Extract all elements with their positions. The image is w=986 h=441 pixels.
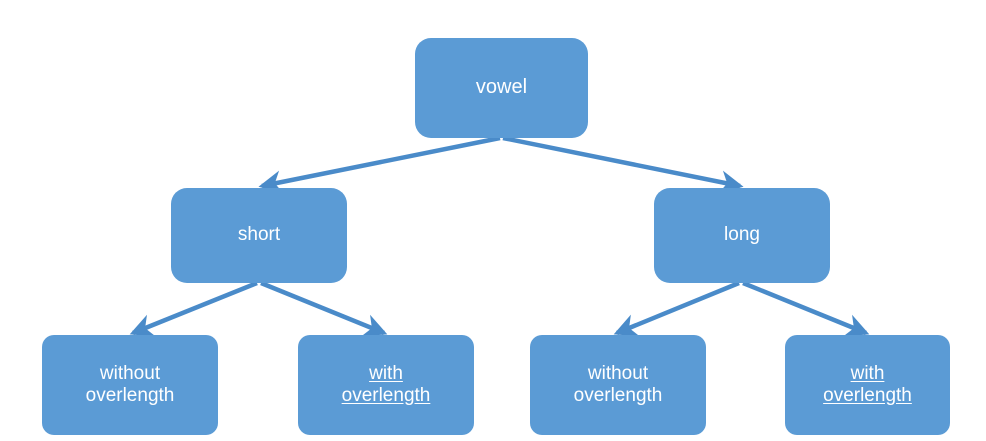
node-short-without-overlength-label: without overlength [85,362,175,406]
node-short[interactable]: short [171,188,347,283]
edge-long-without [613,280,740,337]
node-long-without-overlength[interactable]: without overlength [530,335,706,435]
node-long-with-overlength[interactable]: with overlength [785,335,950,435]
node-long-with-overlength-label: with overlength [823,362,912,406]
node-vowel[interactable]: vowel [415,38,588,138]
node-short-with-overlength-label: with overlength [341,362,431,406]
edge-long-with [742,280,870,337]
node-long-label: long [724,224,760,246]
edge-short-without [129,280,258,337]
node-long[interactable]: long [654,188,830,283]
edge-vowel-long [502,135,744,194]
edge-short-with [260,280,388,337]
node-vowel-label: vowel [475,76,528,99]
node-short-without-overlength[interactable]: without overlength [42,335,218,435]
node-short-label: short [237,224,281,246]
node-long-without-overlength-label: without overlength [573,362,663,406]
node-short-with-overlength[interactable]: with overlength [298,335,474,435]
edge-vowel-short [258,135,501,194]
